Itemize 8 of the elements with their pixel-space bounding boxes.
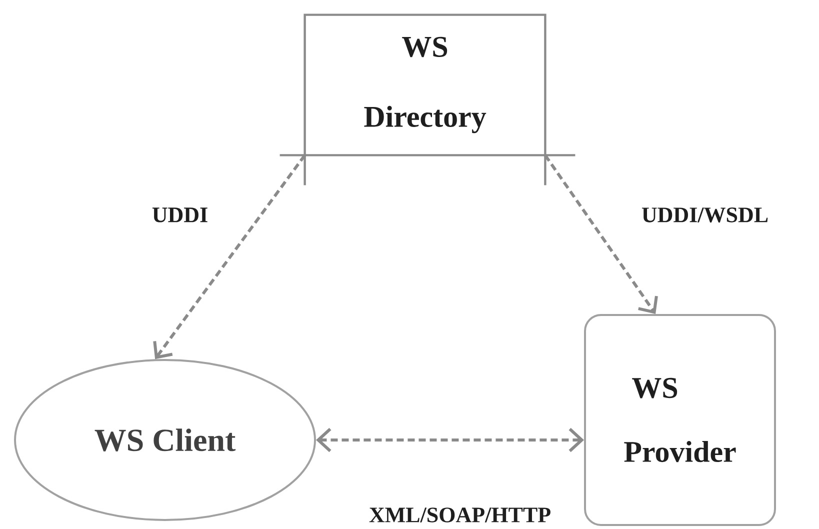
edge-label: UDDI [150,206,210,224]
directory-box: WS Directory [280,14,576,186]
provider-box: WS Provider [584,314,776,526]
dashed-arrow [153,154,306,360]
edge-label: UDDI/WSDL [640,206,770,224]
dashed-arrow [544,154,658,314]
dashed-arrow [316,428,584,452]
edge-label: XML/SOAP/HTTP [368,506,552,524]
